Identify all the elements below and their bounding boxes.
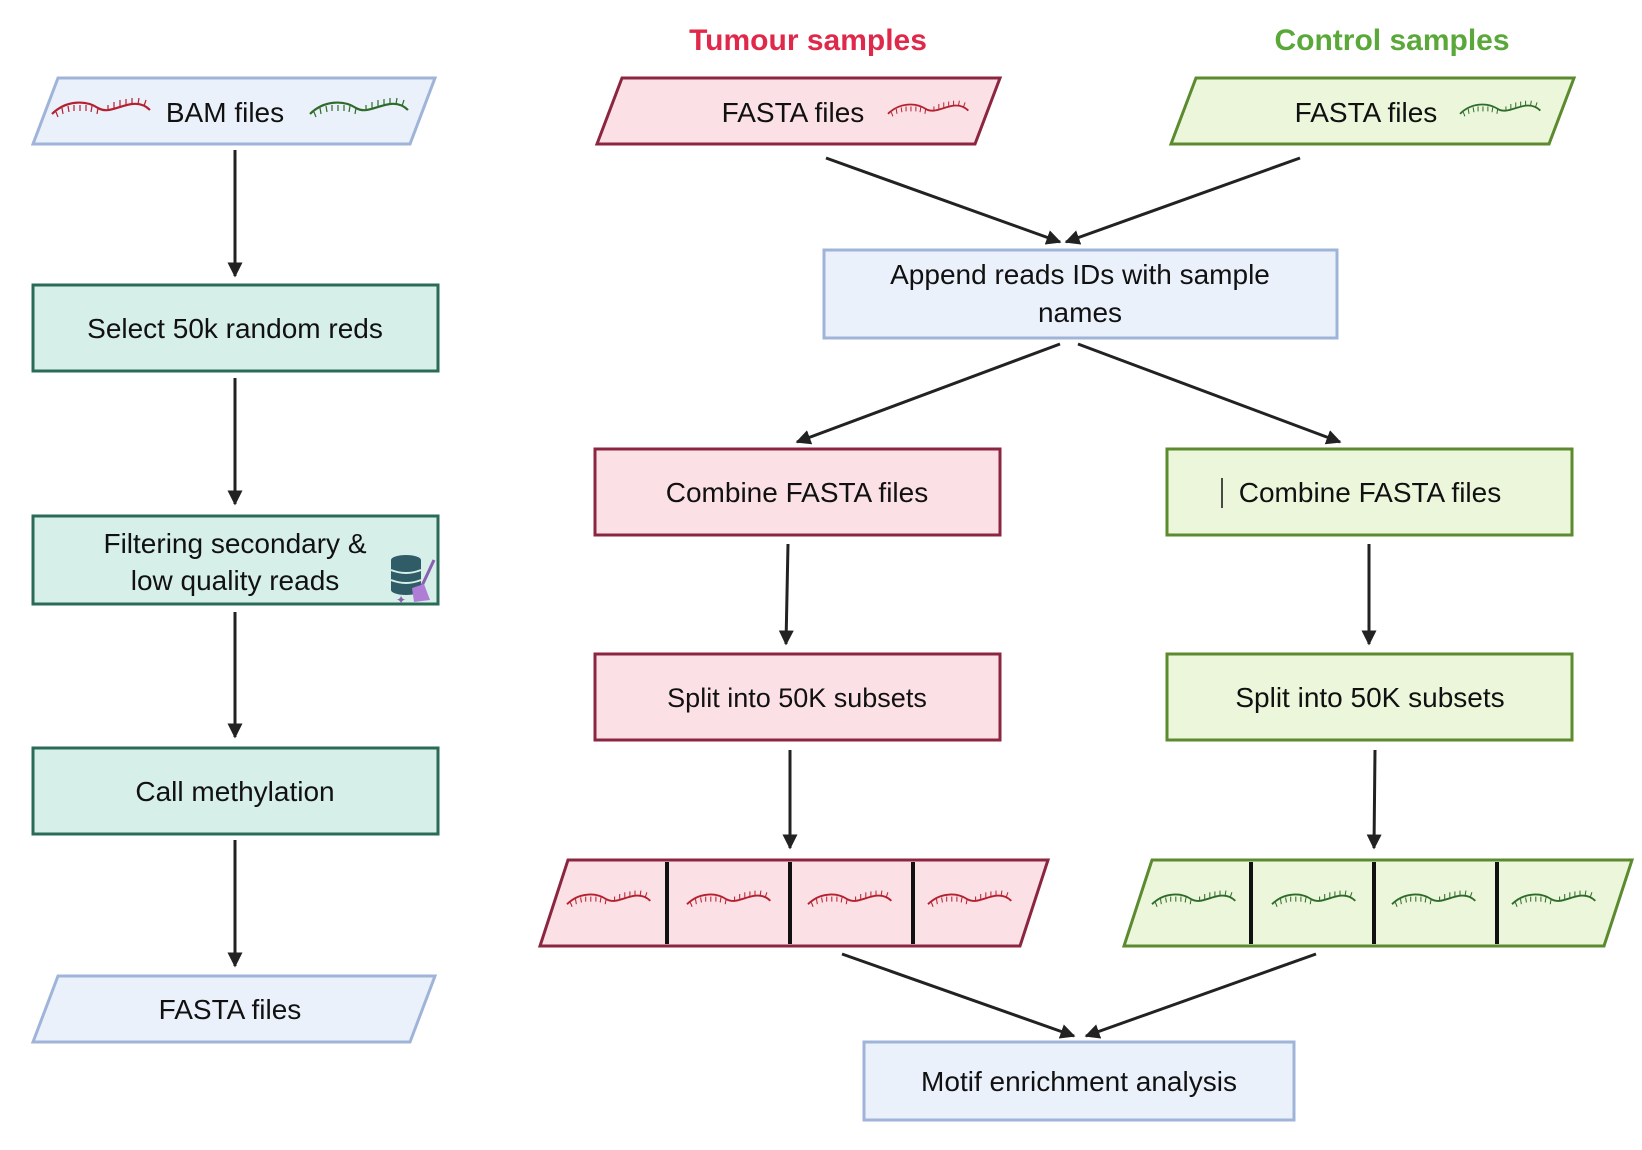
arrow-tumour-subsets-to-motif: [841, 952, 1076, 1039]
control-combine-label: Combine FASTA files: [1239, 477, 1501, 508]
tumour-combine-label: Combine FASTA files: [666, 477, 928, 508]
tumour-split-node: Split into 50K subsets: [593, 652, 1002, 742]
arrow-append-to-tumour-combine: [795, 342, 1061, 445]
select-random-reads-label: Select 50k random reds: [87, 313, 383, 344]
control-split-node: Split into 50K subsets: [1165, 652, 1574, 742]
arrow-append-to-control-combine: [1077, 342, 1342, 445]
svg-text:✦: ✦: [396, 593, 406, 607]
fasta-files-output-node: FASTA files: [30, 974, 438, 1044]
control-split-label: Split into 50K subsets: [1235, 682, 1504, 713]
filtering-reads-node: Filtering secondary & low quality reads …: [31, 514, 440, 607]
bam-files-node: BAM files: [30, 76, 438, 146]
control-combine-node: Combine FASTA files: [1165, 447, 1574, 537]
arrow-control-subsets-to-motif: [1084, 952, 1317, 1039]
tumour-fasta-input-node: FASTA files: [594, 76, 1003, 146]
control-samples-header: Control samples: [1274, 24, 1509, 57]
bam-files-label: BAM files: [166, 97, 284, 128]
append-read-ids-label-line1: Append reads IDs with sample: [890, 259, 1270, 290]
control-fasta-input-node: FASTA files: [1168, 76, 1577, 146]
control-subsets-node: [1121, 858, 1635, 948]
arrow-tumour-combine-to-split: [778, 543, 794, 646]
arrow-control-split-to-subsets: [1366, 749, 1382, 850]
append-read-ids-label-line2: names: [1038, 297, 1122, 328]
tumour-split-label: Split into 50K subsets: [667, 683, 927, 713]
motif-enrichment-node: Motif enrichment analysis: [862, 1040, 1296, 1122]
control-fasta-input-label: FASTA files: [1295, 97, 1438, 128]
tumour-fasta-input-label: FASTA files: [722, 97, 865, 128]
arrow-tumour-to-append: [825, 156, 1062, 245]
call-methylation-node: Call methylation: [31, 746, 440, 836]
database-cleaning-icon: ✦: [390, 555, 436, 607]
filtering-reads-label-line2: low quality reads: [131, 565, 340, 596]
arrow-control-to-append: [1064, 156, 1301, 245]
tumour-samples-header: Tumour samples: [689, 24, 927, 57]
select-random-reads-node: Select 50k random reds: [31, 283, 440, 373]
call-methylation-label: Call methylation: [135, 776, 334, 807]
motif-enrichment-label: Motif enrichment analysis: [921, 1066, 1237, 1097]
fasta-files-output-label: FASTA files: [159, 994, 302, 1025]
tumour-subsets-node: [537, 858, 1051, 948]
tumour-combine-node: Combine FASTA files: [593, 447, 1002, 537]
append-read-ids-node: Append reads IDs with sample names: [822, 248, 1339, 340]
filtering-reads-label-line1: Filtering secondary &: [103, 528, 366, 559]
